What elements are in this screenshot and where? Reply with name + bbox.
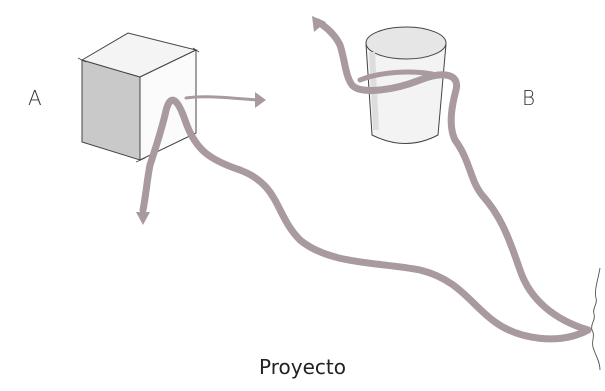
arrowhead-cylinder-top <box>312 16 326 32</box>
label-a: A <box>28 86 42 110</box>
arrowheads <box>136 16 326 225</box>
cube-icon <box>77 32 200 163</box>
cylinder-icon <box>365 26 447 144</box>
arrowhead-cube-right <box>255 92 266 108</box>
arrowhead-cube-bottom <box>136 212 150 225</box>
ribbon-to-cube-thin <box>184 95 260 102</box>
attention-ribbon <box>139 18 592 343</box>
ribbon-loop <box>357 69 435 83</box>
label-b: B <box>522 86 536 110</box>
caption: Proyecto <box>259 355 346 379</box>
face-profile-icon <box>591 267 601 371</box>
ribbon-to-cube <box>139 96 592 343</box>
ribbon-to-cylinder <box>314 18 592 334</box>
